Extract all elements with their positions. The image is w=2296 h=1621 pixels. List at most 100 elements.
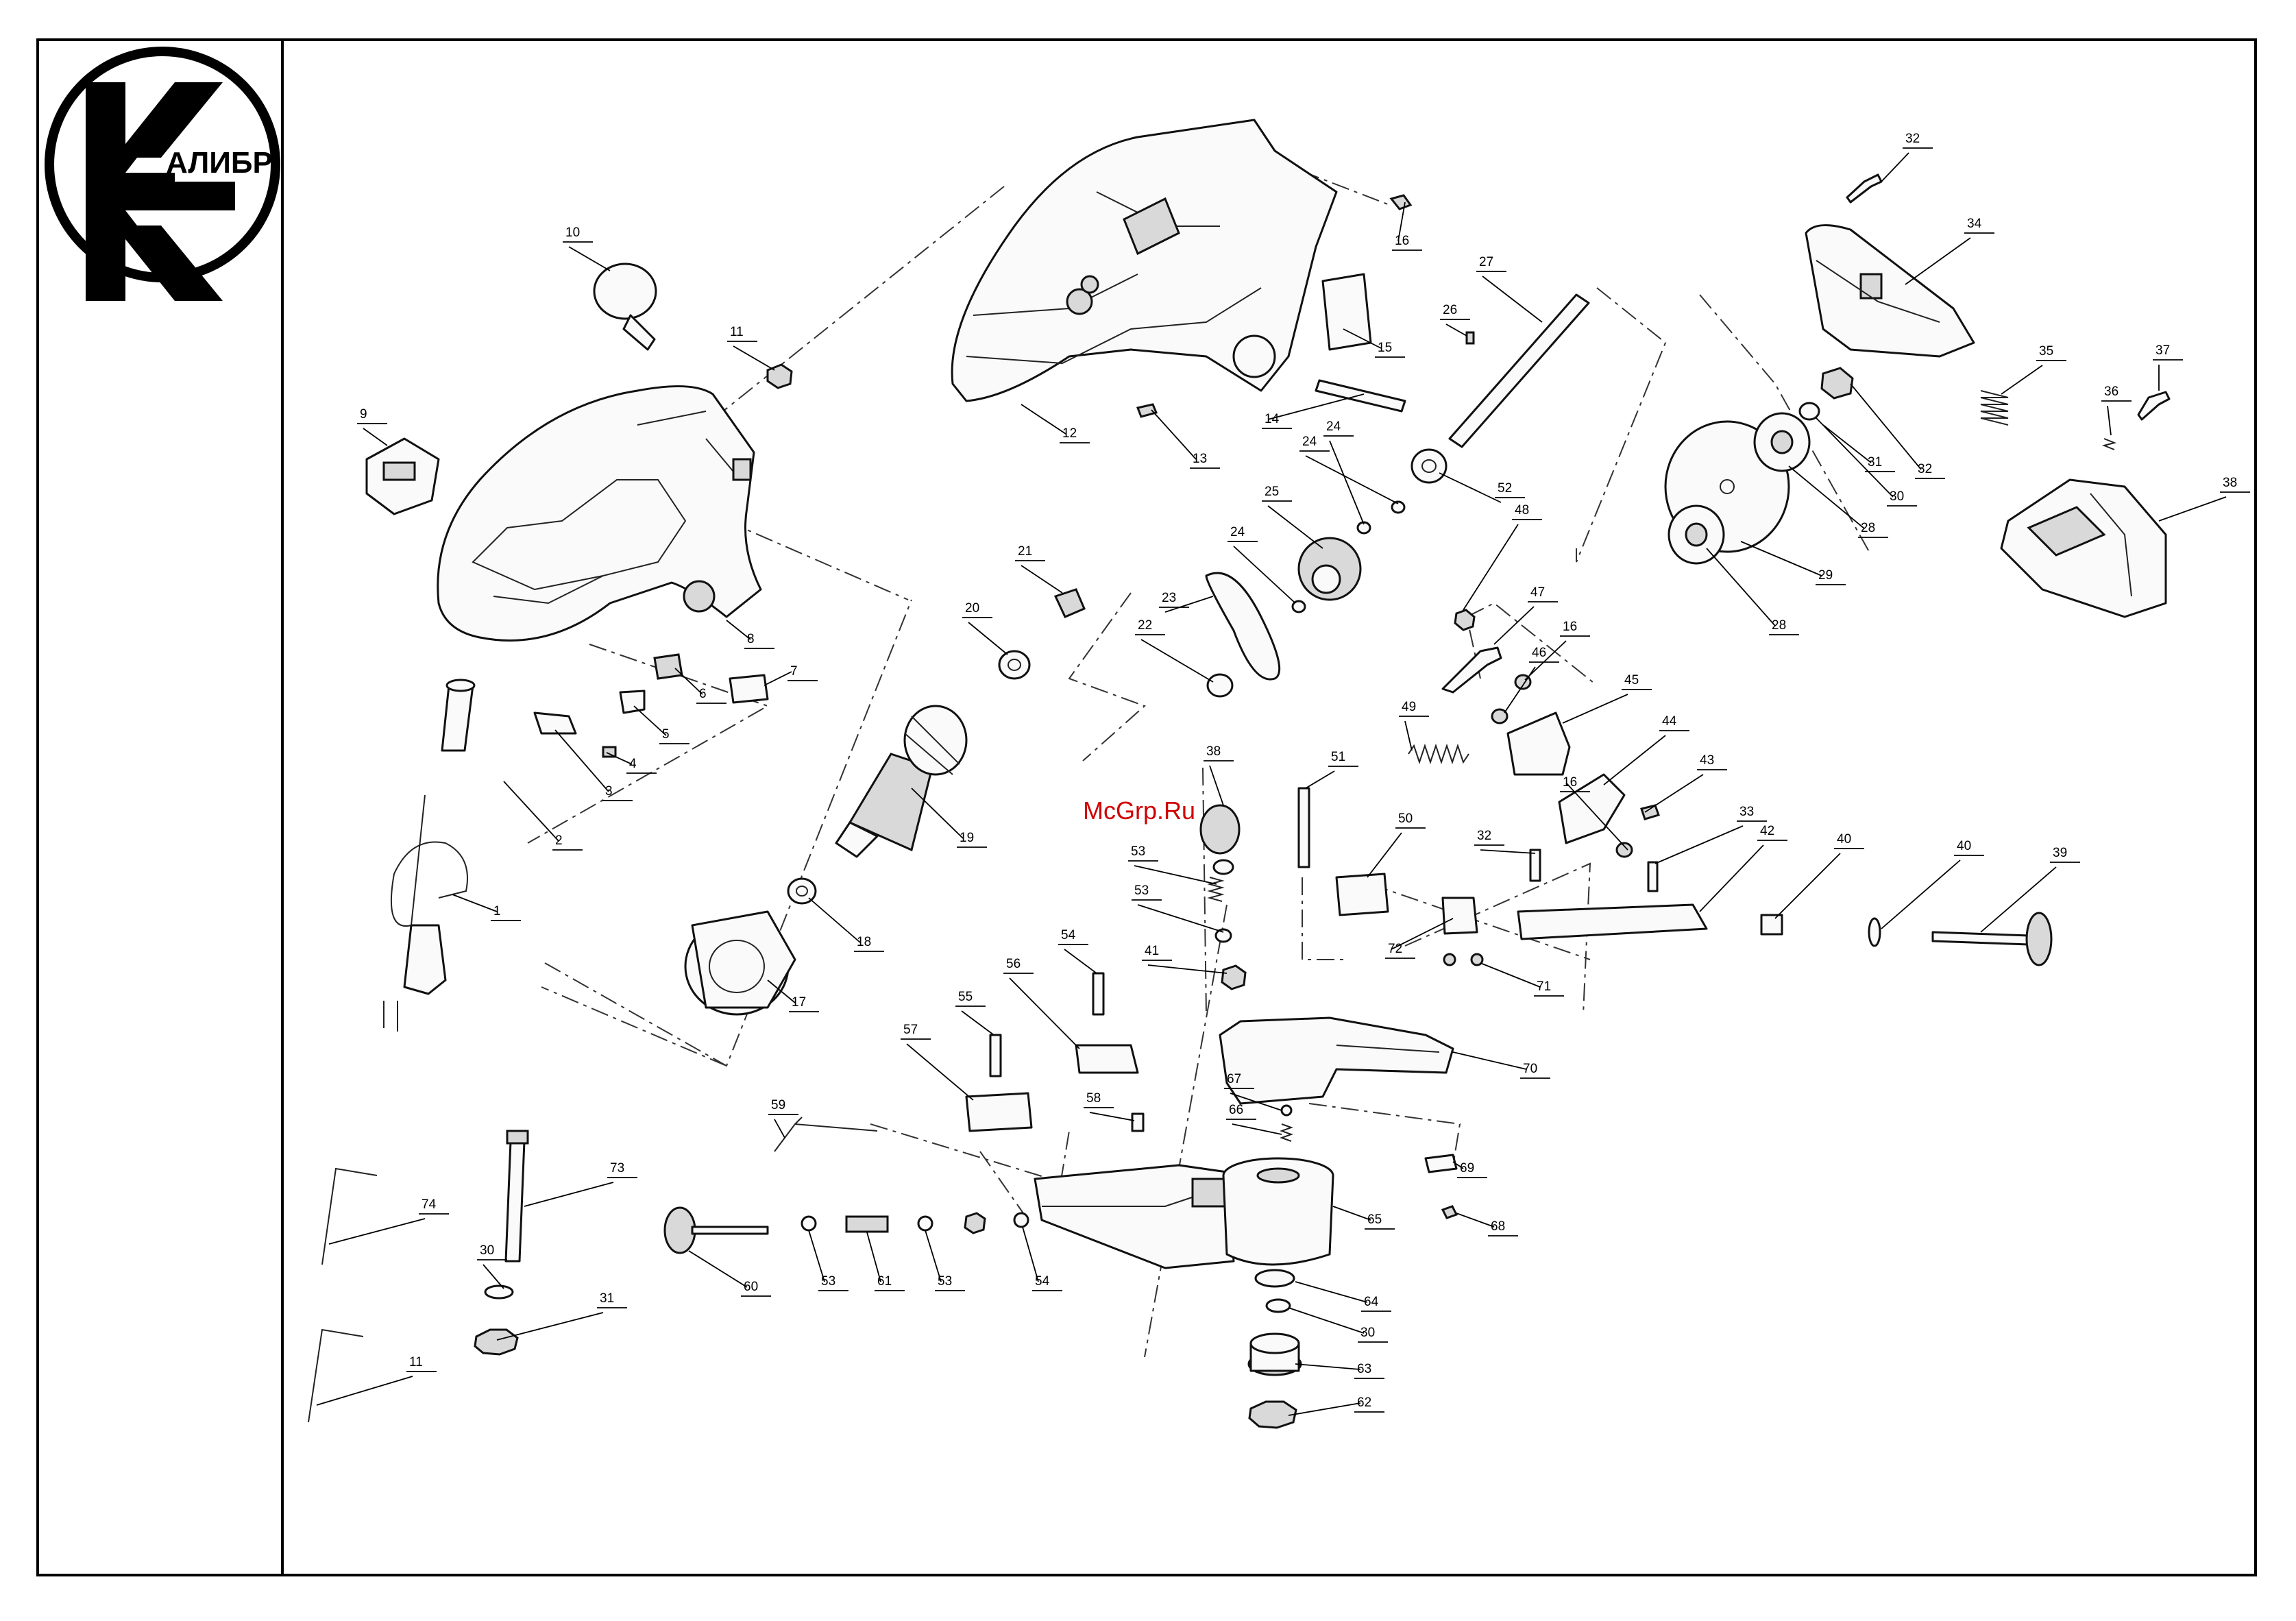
callout-number: 11 <box>730 325 744 339</box>
part-37-guard <box>2001 480 2166 617</box>
callout-1: 1 <box>452 894 521 921</box>
callout-number: 2 <box>555 833 563 848</box>
part-13-screw <box>1138 404 1156 417</box>
callout-2: 2 <box>504 781 583 850</box>
part-33-guard-cover <box>1806 226 1974 356</box>
brand-logo-text: АЛИБР <box>166 146 273 180</box>
part-15-label-plate <box>1323 274 1371 350</box>
callout-24: 24 <box>1299 435 1398 504</box>
callout-number: 26 <box>1443 303 1457 317</box>
callout-leader <box>774 1119 785 1138</box>
callout-leader <box>1138 905 1223 932</box>
callout-10: 10 <box>563 226 610 271</box>
callout-number: 11 <box>409 1355 423 1369</box>
part-6-brush-holder <box>655 655 682 679</box>
callout-number: 23 <box>1162 591 1176 605</box>
callout-65: 65 <box>1333 1206 1395 1229</box>
callout-number: 37 <box>2155 343 2170 358</box>
callout-53: 53 <box>925 1230 965 1291</box>
part-5-terminal <box>620 691 644 713</box>
callout-leader <box>1823 425 1871 463</box>
callout-23: 23 <box>1159 591 1213 612</box>
callout-40: 40 <box>1881 839 1984 929</box>
callout-leader <box>1707 548 1775 626</box>
callout-leader <box>907 1044 973 1100</box>
callout-16: 16 <box>1392 202 1422 250</box>
callout-number: 28 <box>1861 521 1875 535</box>
callout-55: 55 <box>955 990 994 1035</box>
callout-leader <box>1881 860 1960 929</box>
callout-leader <box>607 753 632 764</box>
callout-28: 28 <box>1707 548 1799 635</box>
callout-leader <box>452 894 497 912</box>
callout-leader <box>2108 406 2111 435</box>
callout-leader <box>1775 853 1840 918</box>
callout-leader <box>524 1182 613 1206</box>
callout-leader <box>1851 384 1921 470</box>
callout-number: 68 <box>1491 1219 1505 1234</box>
callout-number: 16 <box>1395 234 1409 248</box>
callout-leader <box>1604 735 1665 785</box>
part-23-belt <box>1206 573 1280 679</box>
callout-leader <box>1405 721 1412 751</box>
part-51-bearing <box>1412 450 1446 483</box>
callout-13: 13 <box>1151 410 1220 468</box>
callout-30: 30 <box>1289 1308 1388 1342</box>
callout-number: 31 <box>600 1291 614 1306</box>
callout-number: 73 <box>610 1161 624 1175</box>
part-53-washer-b <box>918 1217 932 1230</box>
brand-logo: АЛИБР <box>49 51 276 301</box>
callout-leader <box>1333 1206 1371 1220</box>
part-49-plate <box>1336 874 1388 915</box>
callout-number: 12 <box>1062 426 1077 441</box>
callout-leader <box>1090 1112 1134 1121</box>
callout-45: 45 <box>1563 673 1652 723</box>
part-32-screw-top <box>1847 175 1881 202</box>
callout-74: 74 <box>329 1197 449 1244</box>
callout-59: 59 <box>768 1098 798 1138</box>
part-12-right-housing <box>952 120 1336 401</box>
callout-number: 39 <box>2053 846 2067 860</box>
callout-20: 20 <box>962 601 1007 655</box>
callout-68: 68 <box>1456 1213 1518 1236</box>
callout-number: 42 <box>1760 824 1774 838</box>
callout-56: 56 <box>1003 957 1079 1049</box>
callout-number: 28 <box>1772 618 1786 633</box>
part-1-power-cord <box>384 795 467 1032</box>
callout-number: 53 <box>1134 883 1149 898</box>
callout-leader <box>1645 775 1703 812</box>
callout-number: 30 <box>1360 1326 1375 1340</box>
callout-leader <box>555 730 609 792</box>
callout-52: 52 <box>1439 473 1525 502</box>
callout-number: 53 <box>938 1274 952 1289</box>
part-47-nut <box>1455 610 1474 630</box>
callout-11: 11 <box>317 1355 437 1405</box>
part-72-long-bolt <box>506 1141 524 1261</box>
callout-number: 19 <box>960 831 974 845</box>
callout-number: 54 <box>1035 1274 1050 1289</box>
callout-38: 38 <box>1204 744 1234 805</box>
callout-32: 32 <box>1474 829 1535 853</box>
callout-73: 73 <box>524 1161 637 1206</box>
callout-number: 6 <box>699 687 707 701</box>
part-11-nut-bottom <box>965 1213 985 1233</box>
callout-number: 10 <box>565 226 580 240</box>
callout-number: 32 <box>1918 462 1932 476</box>
callout-31: 31 <box>1823 425 1895 472</box>
callout-number: 69 <box>1460 1161 1474 1175</box>
callout-number: 40 <box>1837 832 1851 846</box>
callout-41: 41 <box>1142 944 1227 973</box>
callout-leader <box>483 1265 504 1289</box>
part-31-nut-left <box>475 1330 517 1354</box>
callout-26: 26 <box>1440 303 1470 336</box>
callout-29: 29 <box>1741 541 1846 585</box>
part-67-screw <box>1443 1206 1456 1218</box>
callout-number: 13 <box>1193 452 1207 466</box>
part-56-block <box>966 1093 1031 1131</box>
callout-11: 11 <box>727 325 774 370</box>
part-38-long-screw <box>1933 913 2051 965</box>
callout-number: 57 <box>903 1023 918 1037</box>
callout-25: 25 <box>1262 485 1323 548</box>
callout-leader <box>1741 541 1822 576</box>
callout-69: 69 <box>1453 1161 1487 1178</box>
